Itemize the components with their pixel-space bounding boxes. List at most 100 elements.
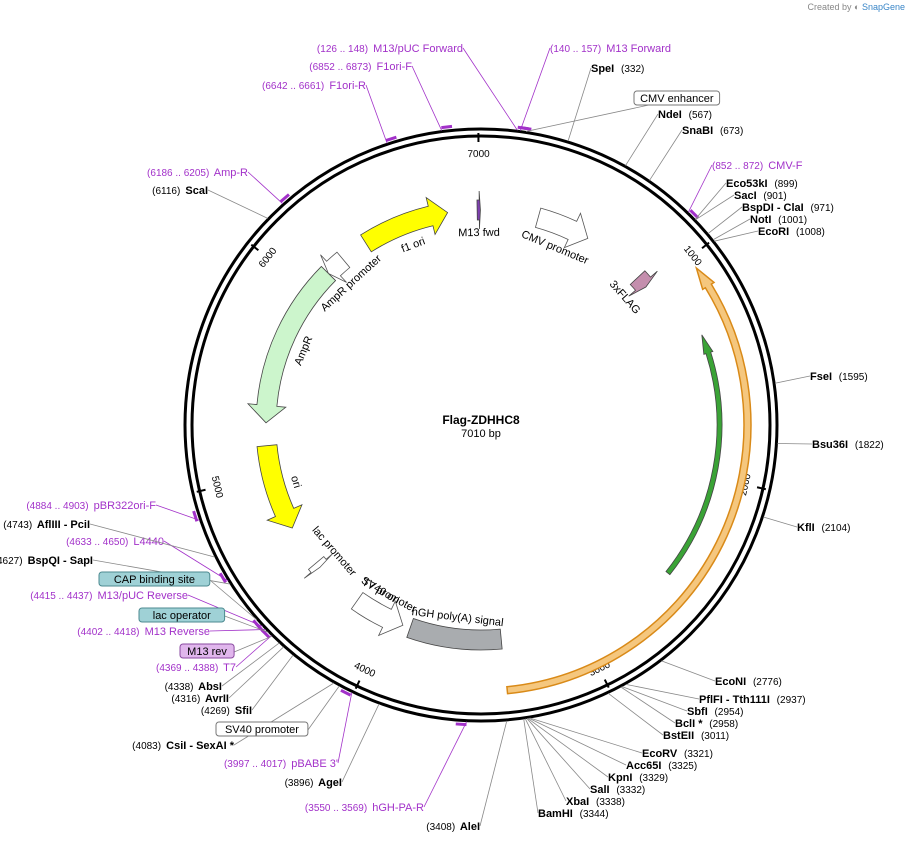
feature-shape [360, 196, 449, 253]
boxed-b-cmv-enh: CMV enhancer [525, 90, 721, 132]
callout-text: BspDI - ClaI (971) [742, 202, 834, 214]
orf-arrow [506, 265, 752, 695]
feature-hgh-polya: hGH poly(A) signal [406, 606, 504, 651]
site-s-alei: (3408) AleI [426, 720, 508, 833]
site-s-csii: (4083) CsiI - SexAI * [132, 682, 335, 752]
site-s-snabi: SnaBI (673) [649, 125, 743, 181]
callout-line [519, 47, 551, 131]
callout-line [411, 65, 443, 131]
callout-line [625, 683, 700, 700]
callout-text: (4415 .. 4437) M13/pUC Reverse [30, 590, 188, 602]
callout-text: (4338) AbsI [165, 681, 222, 693]
tick-label: 5000 [209, 475, 225, 500]
site-s-bcli: BclI * (2958) [620, 686, 738, 730]
credit-brand: SnapGene [861, 2, 905, 12]
boxed-rect [98, 571, 211, 587]
callout-text: (3997 .. 4017) pBABE 3' [224, 758, 338, 770]
callout-text: SbfI (2954) [687, 706, 743, 718]
boxed-label: lac operator [153, 610, 211, 622]
feature-label: M13 fwd [458, 227, 500, 239]
feature-label: AmpR [292, 334, 315, 367]
callout-line [228, 646, 284, 699]
callout-line [187, 594, 263, 627]
feature-shape [406, 618, 503, 651]
primer-p-m13-puc-fwd: (126 .. 148) M13/pUC Forward [317, 43, 518, 131]
feature-label: f1 ori [400, 235, 427, 255]
tick-mark [701, 241, 710, 250]
callout-text: NotI (1001) [750, 214, 807, 226]
callout-line [567, 67, 592, 142]
site-s-bsu36i: Bsu36I (1822) [777, 439, 884, 451]
callout-line [712, 218, 751, 241]
feature-zdhhc8-inner [665, 334, 723, 576]
backbone-ring [183, 127, 779, 723]
callout-line [625, 113, 659, 166]
site-s-ndei: NdeI (567) [625, 109, 712, 166]
primer-p-m13-puc-rev: (4415 .. 4437) M13/pUC Reverse [30, 590, 263, 627]
boxed-label: CMV enhancer [640, 93, 714, 105]
tick-label: 1000 [681, 244, 704, 269]
callout-text: BstEII (3011) [663, 730, 729, 742]
plasmid-size: 7010 bp [461, 428, 501, 440]
site-s-noti: NotI (1001) [712, 214, 807, 241]
site-s-acc65i: Acc65I (3325) [528, 717, 697, 772]
feature-cmv-promoter: CMV promoter [519, 207, 590, 267]
callout-line [233, 635, 273, 653]
primer-mark [520, 126, 532, 131]
primer-p-t7: (4369 .. 4388) T7 [156, 635, 272, 674]
callout-line [89, 523, 216, 558]
feature-shape [534, 207, 589, 249]
callout-line [155, 504, 200, 521]
boxed-rect [179, 643, 235, 659]
site-s-avrii: (4316) AvrII [171, 646, 284, 705]
callout-text: SnaBI (673) [682, 125, 743, 137]
feature-shape [476, 190, 481, 230]
callout-text: BclI * (2958) [675, 718, 738, 730]
site-s-eco53ki: Eco53kI (899) [694, 178, 798, 220]
callout-line [307, 685, 340, 731]
boxed-b-cap: CAP binding site [98, 571, 257, 620]
callout-text: XbaI (3338) [566, 796, 625, 808]
site-s-spei: SpeI (332) [567, 63, 644, 142]
tick-mark [250, 243, 260, 252]
callout-text: (4316) AvrII [171, 693, 229, 705]
callout-text: SpeI (332) [591, 63, 644, 75]
callout-text: (6186 .. 6205) Amp-R [147, 167, 248, 179]
feature-ampr: AmpR [246, 265, 337, 424]
callout-line [529, 717, 643, 754]
primer-p-m13-fwd: (140 .. 157) M13 Forward [519, 43, 671, 131]
site-s-pflfi: PflFI - Tth111I (2937) [625, 683, 806, 706]
callout-line [235, 635, 272, 668]
callout-line [661, 660, 716, 682]
callout-text: (4627) BspQI - SapI [0, 555, 93, 567]
callout-text: (4369 .. 4388) T7 [156, 662, 236, 674]
callout-text: PflFI - Tth111I (2937) [699, 694, 806, 706]
callout-text: EcoNI (2776) [715, 676, 782, 688]
callout-text: Acc65I (3325) [626, 760, 697, 772]
tick-mark [603, 679, 610, 689]
feature-shape [350, 592, 404, 637]
snapgene-logo-icon: ◐ [854, 2, 860, 12]
primer-p-pbabe3: (3997 .. 4017) pBABE 3' [224, 692, 353, 770]
feature-flag: 3xFLAG [607, 270, 658, 317]
primer-mark [455, 722, 467, 727]
callout-line [714, 230, 759, 242]
tick-label: 7000 [467, 149, 490, 160]
site-s-afliii: (4743) AflIII - PciI [3, 519, 216, 558]
feature-label: ori [288, 474, 303, 489]
tick-label: 4000 [352, 660, 377, 680]
callout-line [221, 642, 280, 687]
site-s-sali: SalI (3332) [526, 718, 645, 796]
callout-line [695, 194, 735, 221]
primers: (126 .. 148) M13/pUC Forward(140 .. 157)… [26, 43, 802, 814]
snapgene-credit: Created by ◐ SnapGene [807, 2, 905, 12]
primer-p-pbr322ori-f: (4884 .. 4903) pBR322ori-F [26, 500, 200, 521]
callout-line [763, 516, 798, 528]
feature-shape [320, 251, 351, 283]
site-s-xbai: XbaI (3338) [524, 718, 625, 808]
callout-text: (4269) SfiI [201, 705, 252, 717]
callout-line [649, 129, 683, 181]
callout-text: SacI (901) [734, 190, 787, 202]
